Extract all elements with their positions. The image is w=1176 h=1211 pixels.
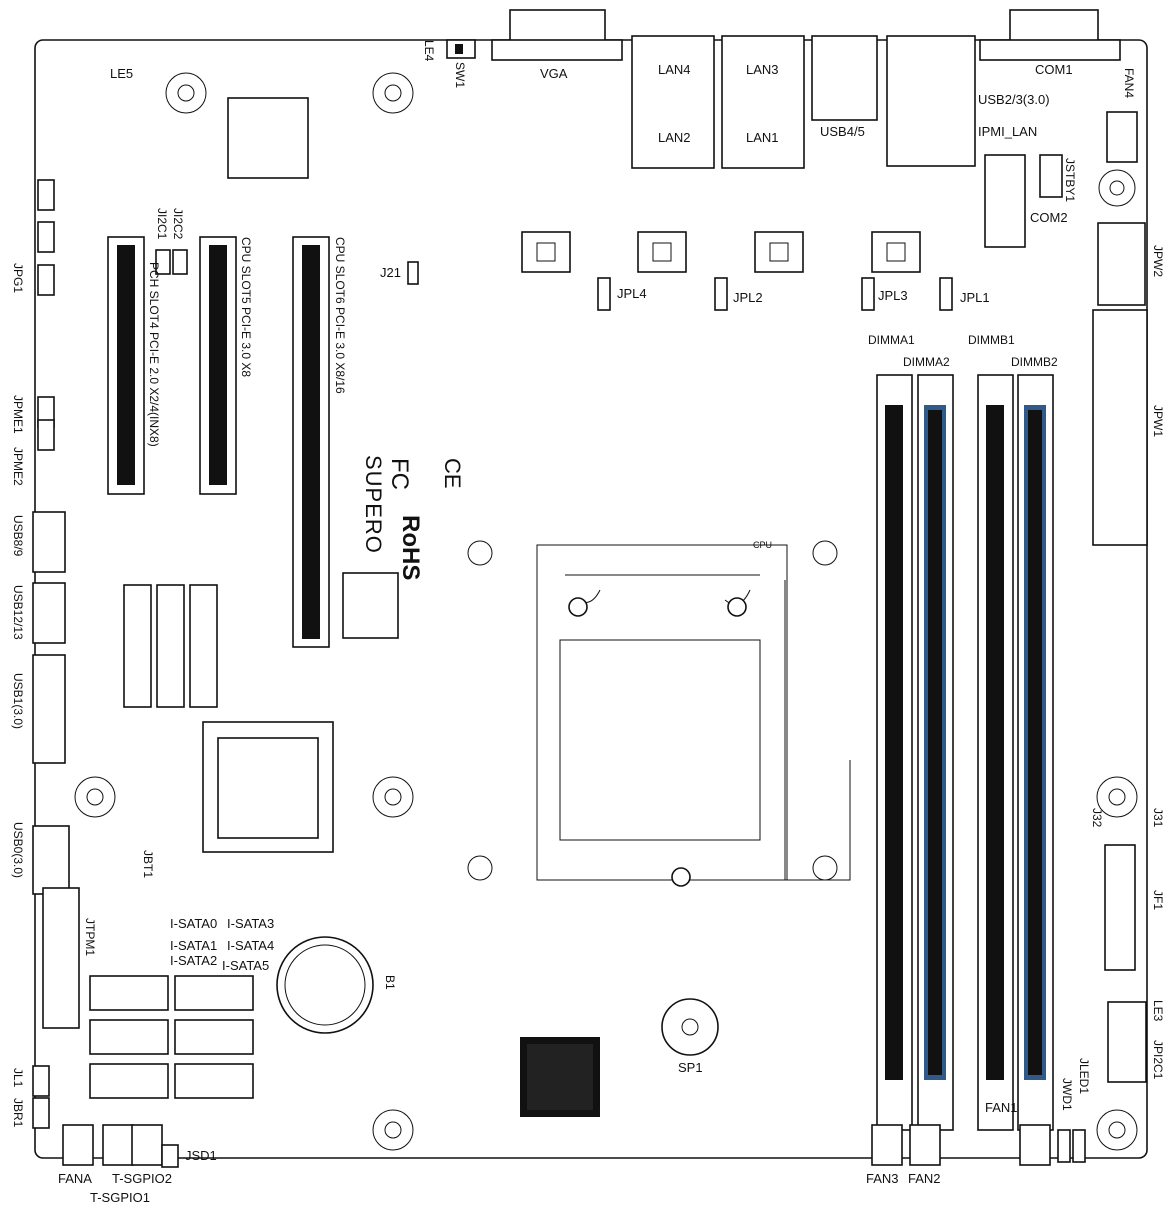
label-tsgpio1: T-SGPIO1 [90,1190,150,1205]
label-dimma1: DIMMA1 [868,333,915,347]
label-jpl1: JPL1 [960,290,990,305]
mounting-holes [74,72,1138,1151]
label-isata4: I-SATA4 [227,938,274,953]
label-jpi2c1: JPI2C1 [1151,1040,1165,1080]
label-isata2: I-SATA2 [170,953,217,968]
label-jpg1: JPG1 [11,263,25,293]
sata-ports [89,975,254,1099]
label-jpl2: JPL2 [733,290,763,305]
cpu-socket [536,544,851,887]
label-ce: CE [440,458,465,489]
label-dimma2: DIMMA2 [903,355,950,369]
label-dimmb2: DIMMB2 [1011,355,1058,369]
label-vga: VGA [540,66,568,81]
label-dimmb1: DIMMB1 [968,333,1015,347]
label-cpu-slot5: CPU SLOT5 PCI-E 3.0 X8 [239,237,253,377]
vrm-chokes [521,231,921,273]
label-jpw2: JPW2 [1151,245,1165,277]
label-usb1213: USB12/13 [11,585,25,640]
label-b1: B1 [383,975,397,990]
label-j32: J32 [1090,808,1104,828]
label-jwd1: JWD1 [1060,1078,1074,1111]
label-ji2c1: JI2C1 [155,208,169,240]
label-fan3: FAN3 [866,1171,899,1186]
label-isata1: I-SATA1 [170,938,217,953]
label-le3: LE3 [1151,1000,1165,1022]
power-connectors [1092,222,1148,546]
label-jbt1: JBT1 [141,850,155,878]
dimm-slots [876,374,1054,1131]
label-lan4: LAN4 [658,62,691,77]
label-usb23: USB2/3(3.0) [978,92,1050,107]
label-sw1: SW1 [453,62,467,88]
label-jpme2: JPME2 [11,447,25,486]
jumpers [37,179,953,451]
label-supermicro: SUPERO [361,455,386,554]
label-j31: J31 [1151,808,1165,828]
label-lan3: LAN3 [746,62,779,77]
label-le4: LE4 [422,40,436,62]
label-jstby1: JSTBY1 [1063,158,1077,202]
label-fc: FC [386,458,413,490]
label-fana: FANA [58,1171,92,1186]
label-jpl3: JPL3 [878,288,908,303]
label-fan1: FAN1 [985,1100,1018,1115]
label-jpl4: JPL4 [617,286,647,301]
label-jpme1: JPME1 [11,395,25,434]
component-labels: LE5 LE4 SW1 VGA LAN4 LAN3 LAN2 LAN1 USB4… [11,40,1165,1205]
label-jsd1: JSD1 [185,1148,217,1163]
label-isata5: I-SATA5 [222,958,269,973]
label-usb0: USB0(3.0) [11,822,25,878]
label-jbr1: JBR1 [11,1098,25,1128]
label-com1: COM1 [1035,62,1073,77]
rear-io [446,9,1121,169]
label-jtpm1: JTPM1 [83,918,97,956]
label-fan4: FAN4 [1122,68,1136,98]
label-fan2: FAN2 [908,1171,941,1186]
label-isata0: I-SATA0 [170,916,217,931]
label-ipmi-lan: IPMI_LAN [978,124,1037,139]
label-isata3: I-SATA3 [227,916,274,931]
label-ji2c2: JI2C2 [171,208,185,240]
label-usb45: USB4/5 [820,124,865,139]
label-jled1: JLED1 [1077,1058,1091,1094]
label-lan2: LAN2 [658,130,691,145]
label-lan1: LAN1 [746,130,779,145]
label-usb1: USB1(3.0) [11,673,25,729]
label-jl1: JL1 [11,1068,25,1088]
label-pch-slot4: PCH SLOT4 PCI-E 2.0 X2/4(INX8) [147,262,161,447]
label-com2: COM2 [1030,210,1068,225]
label-rohs: RoHS [397,515,424,580]
pcie-slots [107,236,330,648]
label-le5: LE5 [110,66,133,81]
label-sp1: SP1 [678,1060,703,1075]
label-j21: J21 [380,265,401,280]
label-cpu-slot6: CPU SLOT6 PCI-E 3.0 X8/16 [333,237,347,394]
bmc-chip [227,97,309,179]
label-jpw1: JPW1 [1151,405,1165,437]
label-tsgpio2: T-SGPIO2 [112,1171,172,1186]
label-jf1: JF1 [1151,890,1165,910]
battery [276,936,374,1034]
label-usb89: USB8/9 [11,515,25,557]
label-cpu: CPU [753,540,772,550]
speaker [661,998,719,1056]
fan-headers [32,1065,1086,1168]
